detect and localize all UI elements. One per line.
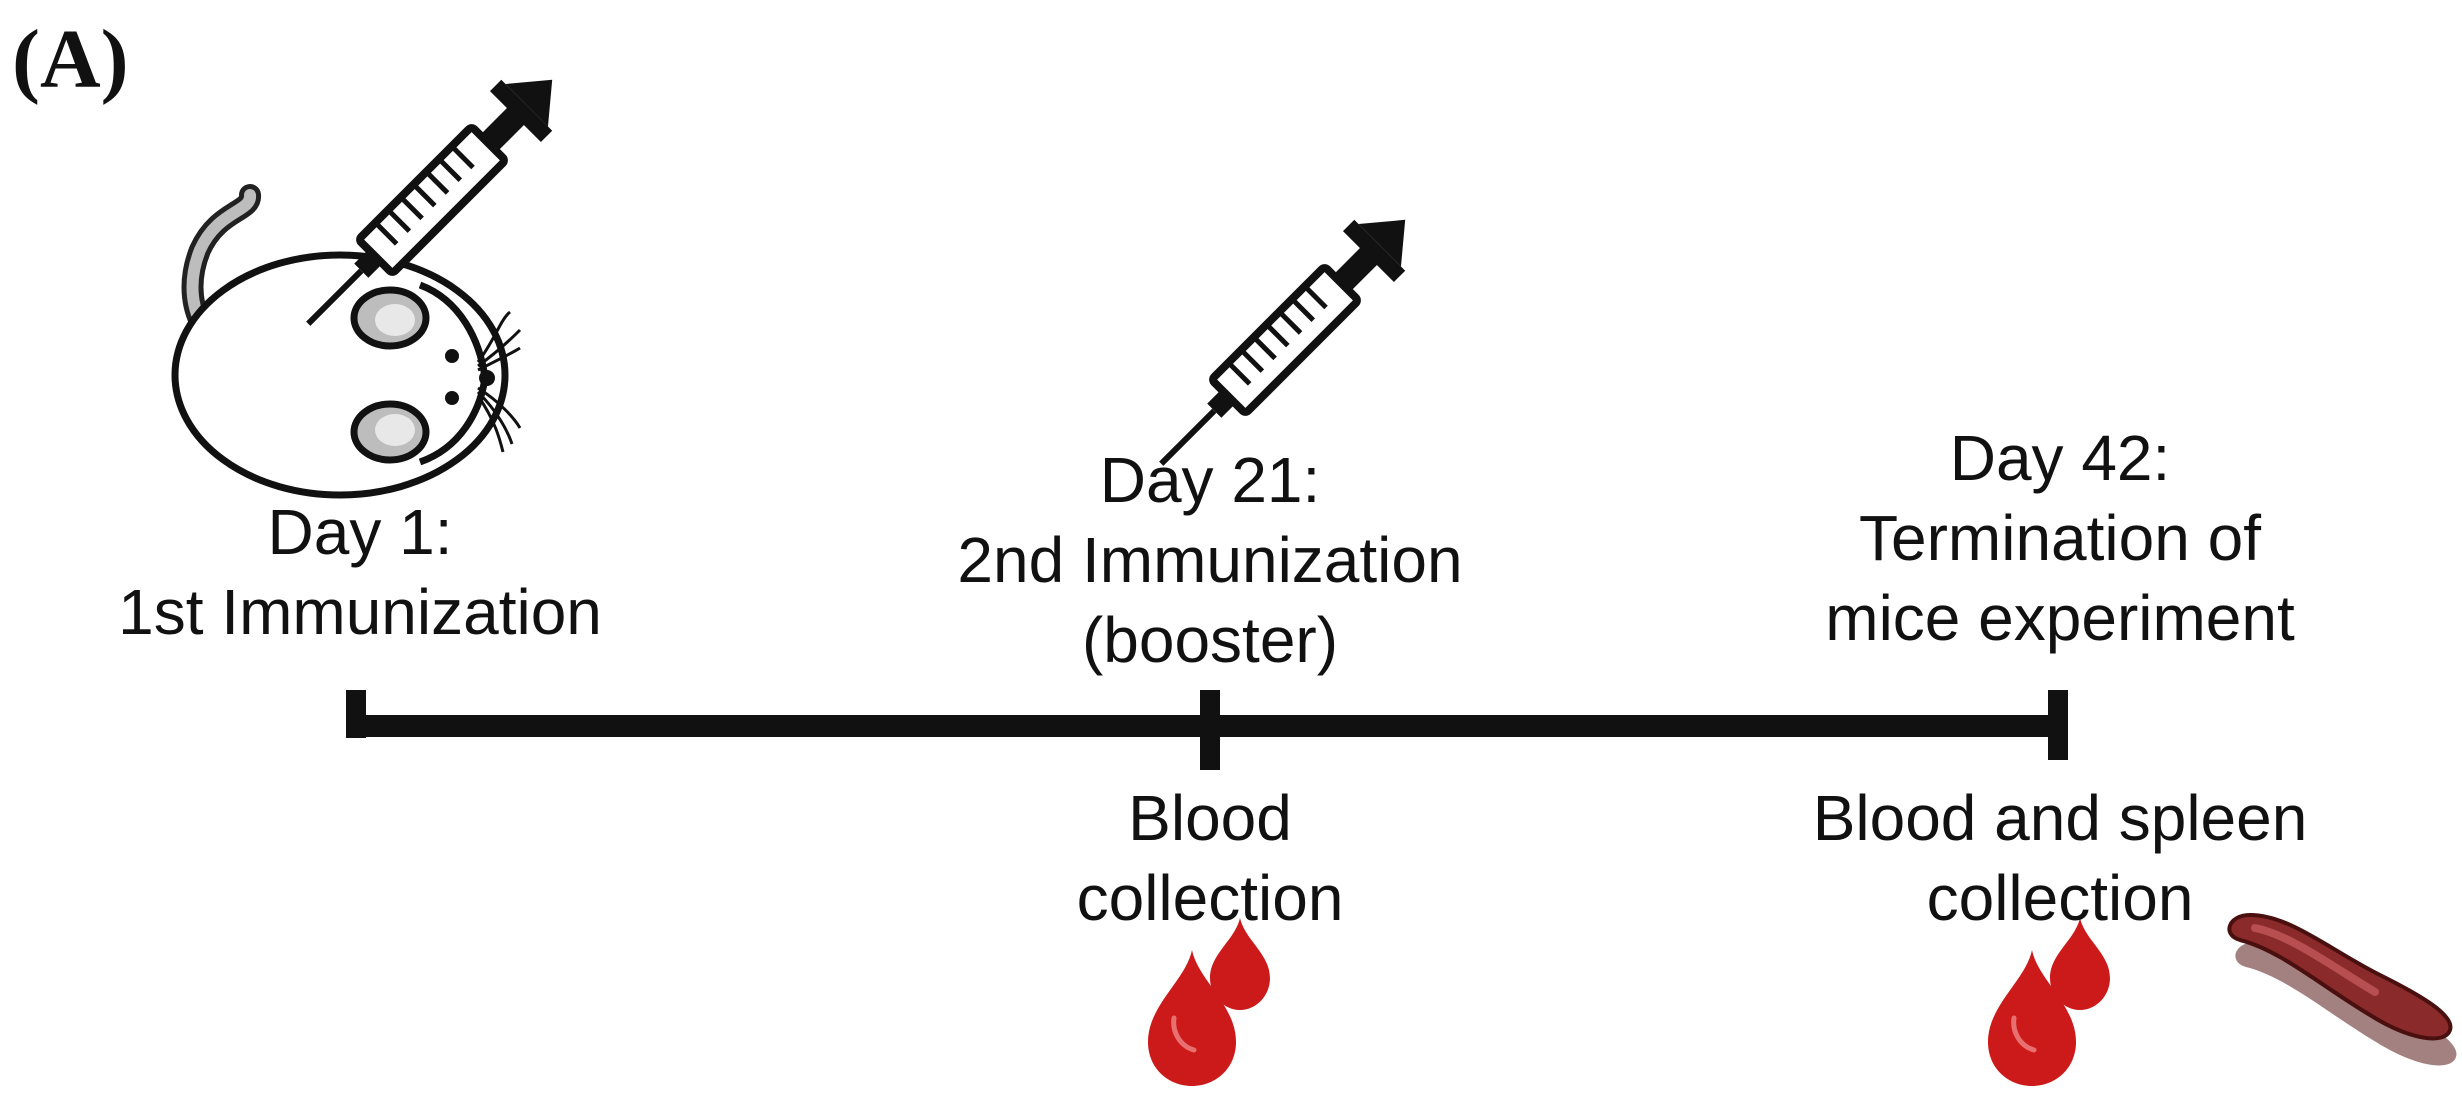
label-day42-below: Blood and spleen collection bbox=[1710, 778, 2410, 938]
label-line: Blood and spleen bbox=[1812, 782, 2308, 854]
label-line: collection bbox=[1076, 862, 1344, 934]
label-day42-above: Day 42: Termination of mice experiment bbox=[1710, 418, 2410, 658]
label-day1-above: Day 1: 1st Immunization bbox=[80, 492, 640, 652]
label-line: mice experiment bbox=[1825, 582, 2295, 654]
label-line: Day 42: bbox=[1949, 422, 2171, 494]
label-day21-below: Blood collection bbox=[990, 778, 1430, 938]
label-line: Day 1: bbox=[267, 496, 453, 568]
panel-label: (A) bbox=[12, 13, 129, 106]
mouse-icon bbox=[171, 184, 522, 499]
blood-drops-icon-day21 bbox=[1148, 918, 1270, 1086]
blood-drops-icon-day42 bbox=[1988, 918, 2110, 1086]
label-line: (booster) bbox=[1081, 604, 1339, 676]
label-line: collection bbox=[1926, 862, 2194, 934]
label-line: 1st Immunization bbox=[118, 576, 602, 648]
label-day21-above: Day 21: 2nd Immunization (booster) bbox=[880, 440, 1540, 680]
spleen-icon bbox=[2227, 912, 2457, 1066]
label-line: Termination of bbox=[1859, 502, 2261, 574]
label-line: Day 21: bbox=[1099, 444, 1321, 516]
label-line: 2nd Immunization bbox=[957, 524, 1463, 596]
label-line: Blood bbox=[1128, 782, 1292, 854]
